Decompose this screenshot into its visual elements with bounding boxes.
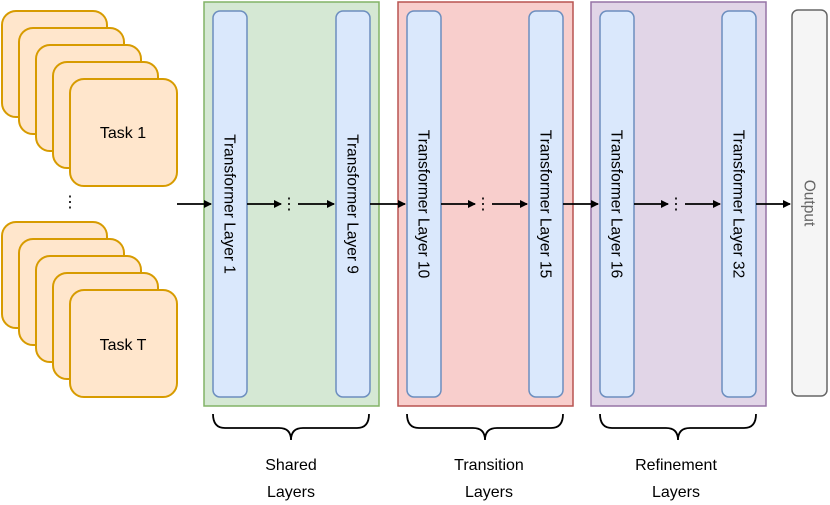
task-stack-1: Task 1 <box>1 10 178 187</box>
refinement-ellipsis: ⋮ <box>668 196 684 213</box>
task-stack-t: Task T <box>1 221 178 398</box>
task-ellipsis: ⋮ <box>62 194 78 211</box>
layer-label-32: Transformer Layer 32 <box>730 130 747 278</box>
shared-ellipsis: ⋮ <box>281 196 297 213</box>
layer-label-15: Transformer Layer 15 <box>537 130 554 278</box>
shared-caption-line2: Layers <box>267 484 315 501</box>
layer-label-9: Transformer Layer 9 <box>344 134 361 274</box>
refinement-brace <box>599 413 757 441</box>
layer-label-10: Transformer Layer 10 <box>415 130 432 279</box>
shared-caption-line1: Shared <box>265 457 317 474</box>
transition-caption-line1: Transition <box>454 457 524 474</box>
output-label: Output <box>801 180 818 227</box>
transition-caption-line2: Layers <box>465 484 513 501</box>
transition-brace <box>406 413 564 441</box>
transition-ellipsis: ⋮ <box>475 196 491 213</box>
output-box <box>791 9 828 397</box>
task-1-label: Task 1 <box>100 125 146 142</box>
shared-brace <box>212 413 370 441</box>
task-t-label: Task T <box>100 337 147 354</box>
task-card-front <box>69 289 178 398</box>
task-card-front <box>69 78 178 187</box>
refinement-caption-line2: Layers <box>652 484 700 501</box>
refinement-caption-line1: Refinement <box>635 457 717 474</box>
layer-label-1: Transformer Layer 1 <box>221 134 238 274</box>
layer-label-16: Transformer Layer 16 <box>608 130 625 278</box>
